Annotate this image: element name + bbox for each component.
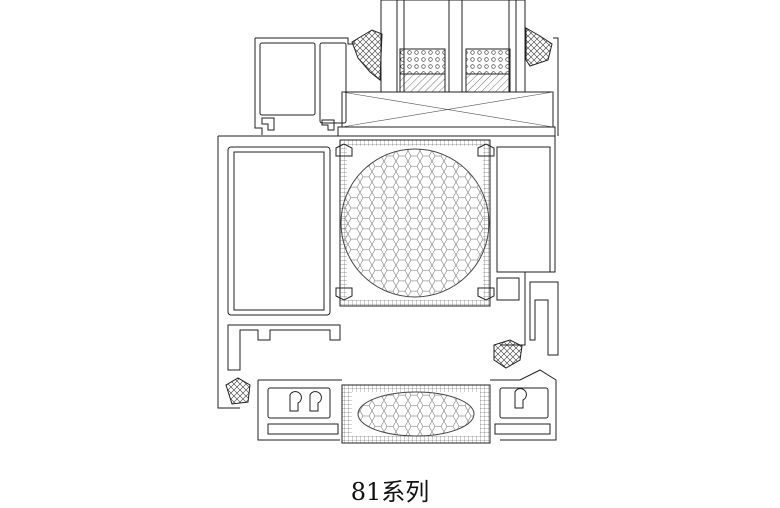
frame-gasket-left bbox=[225, 377, 251, 405]
thermal-break-insulation bbox=[335, 139, 495, 307]
frame-gasket-right bbox=[493, 339, 523, 369]
series-caption: 81系列 bbox=[350, 478, 430, 506]
insulated-glass bbox=[380, 0, 526, 93]
frame-profile bbox=[217, 135, 559, 409]
bottom-frame-profile bbox=[257, 369, 557, 444]
glazing-gasket-right bbox=[525, 27, 553, 67]
glazing-gasket-left bbox=[351, 29, 383, 82]
sash-profile bbox=[254, 37, 559, 136]
setting-block bbox=[337, 91, 556, 137]
